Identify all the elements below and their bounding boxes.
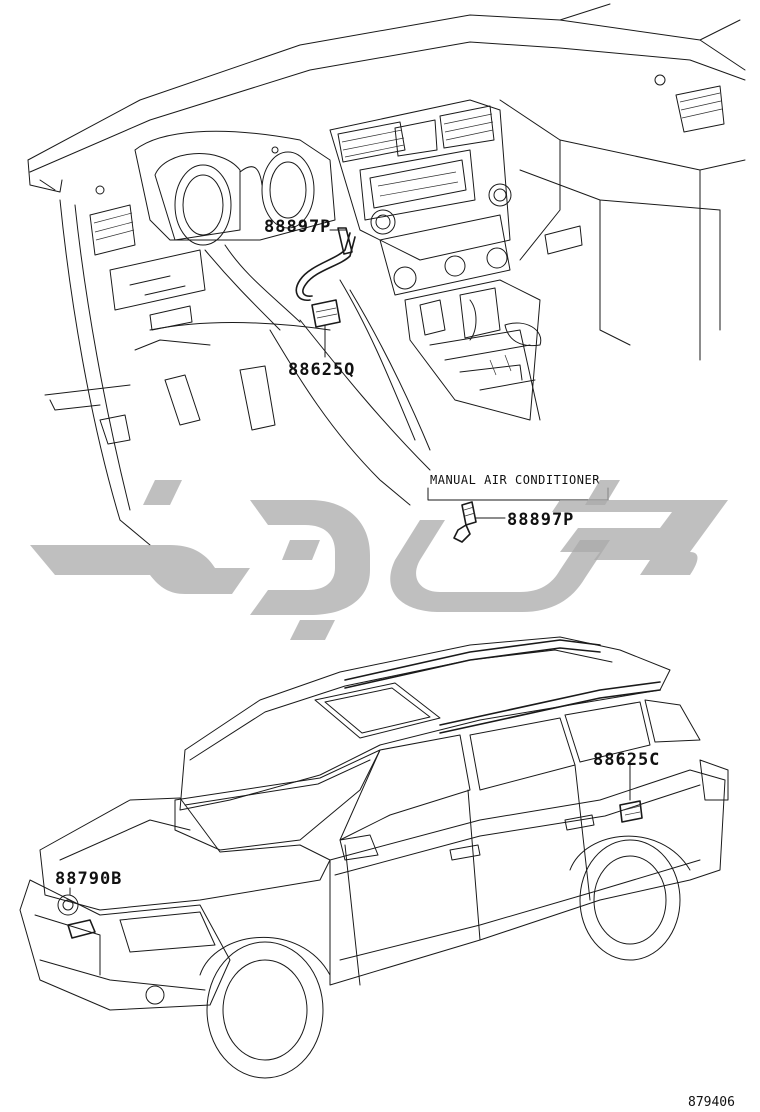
- vehicle-illustration: [19, 636, 729, 1079]
- watermark-logo: [30, 480, 728, 640]
- callout-front-sensor: 88790B: [55, 869, 122, 889]
- manual-ac-label: MANUAL AIR CONDITIONER: [430, 473, 600, 487]
- callout-dash-top: 88897P: [264, 217, 331, 237]
- figure-code: 879406: [688, 1095, 735, 1110]
- callout-manual-part: 88897P: [507, 510, 574, 530]
- callout-dash-sensor: 88625Q: [288, 360, 355, 380]
- dashboard-illustration: [27, 3, 746, 546]
- callout-rear-sensor: 88625C: [593, 750, 660, 770]
